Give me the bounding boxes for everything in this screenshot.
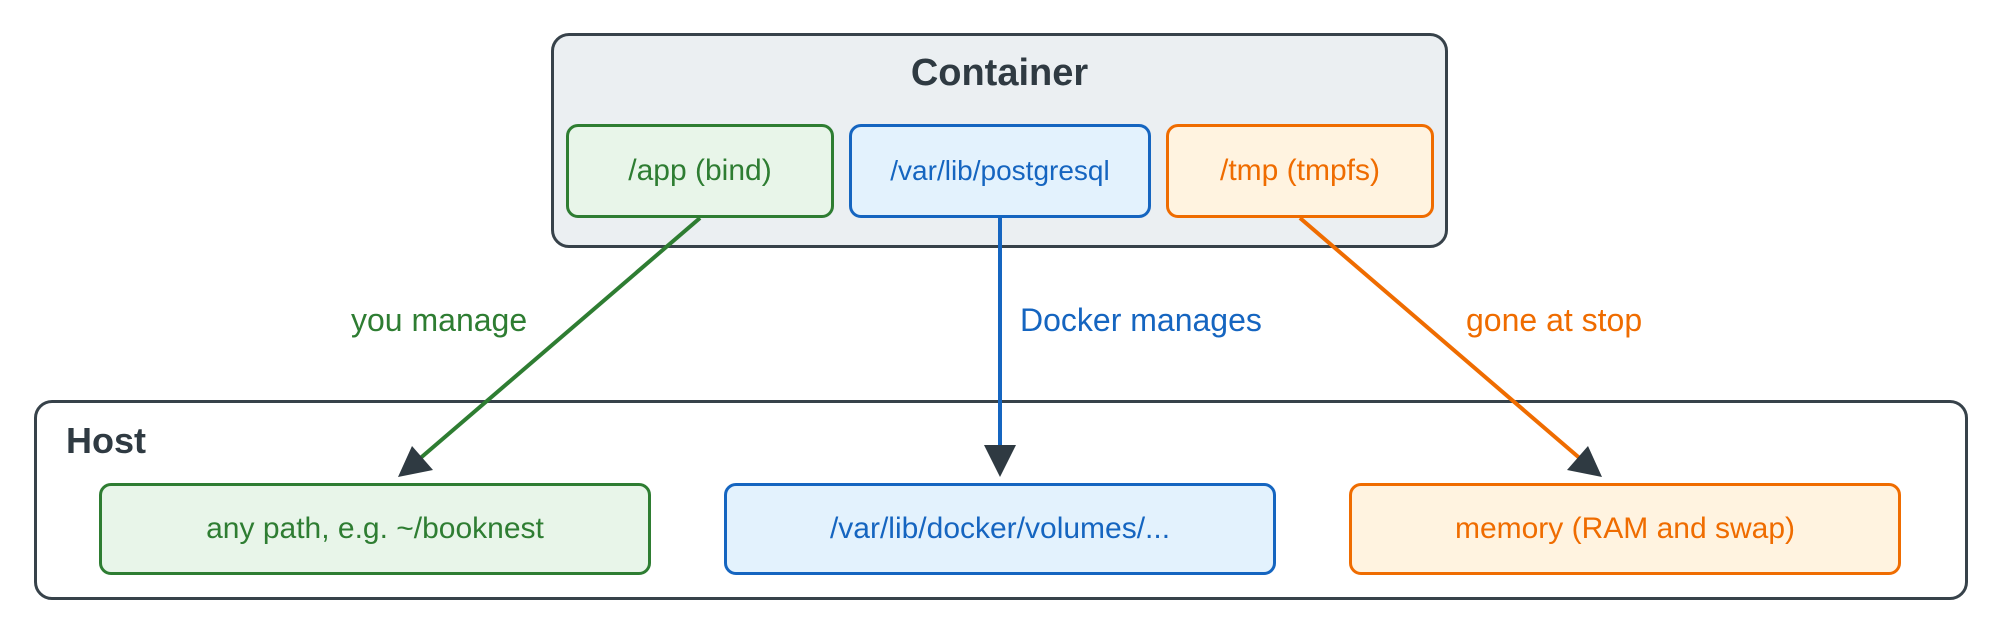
host-title: Host	[66, 420, 146, 461]
edge-label-docker-manages: Docker manages	[1020, 302, 1262, 338]
mount-tmp-tmpfs: /tmp (tmpfs)	[1166, 124, 1434, 218]
container-title: Container	[910, 52, 1089, 94]
mount-app-bind: /app (bind)	[566, 124, 834, 218]
edge-label-gone-at-stop: gone at stop	[1466, 302, 1643, 338]
edge-label-you-manage: you manage	[351, 302, 528, 338]
host-target-memory: memory (RAM and swap)	[1349, 483, 1901, 575]
mount-postgresql: /var/lib/postgresql	[849, 124, 1151, 218]
host-target-docker-volumes: /var/lib/docker/volumes/...	[724, 483, 1276, 575]
host-target-any-path: any path, e.g. ~/booknest	[99, 483, 651, 575]
